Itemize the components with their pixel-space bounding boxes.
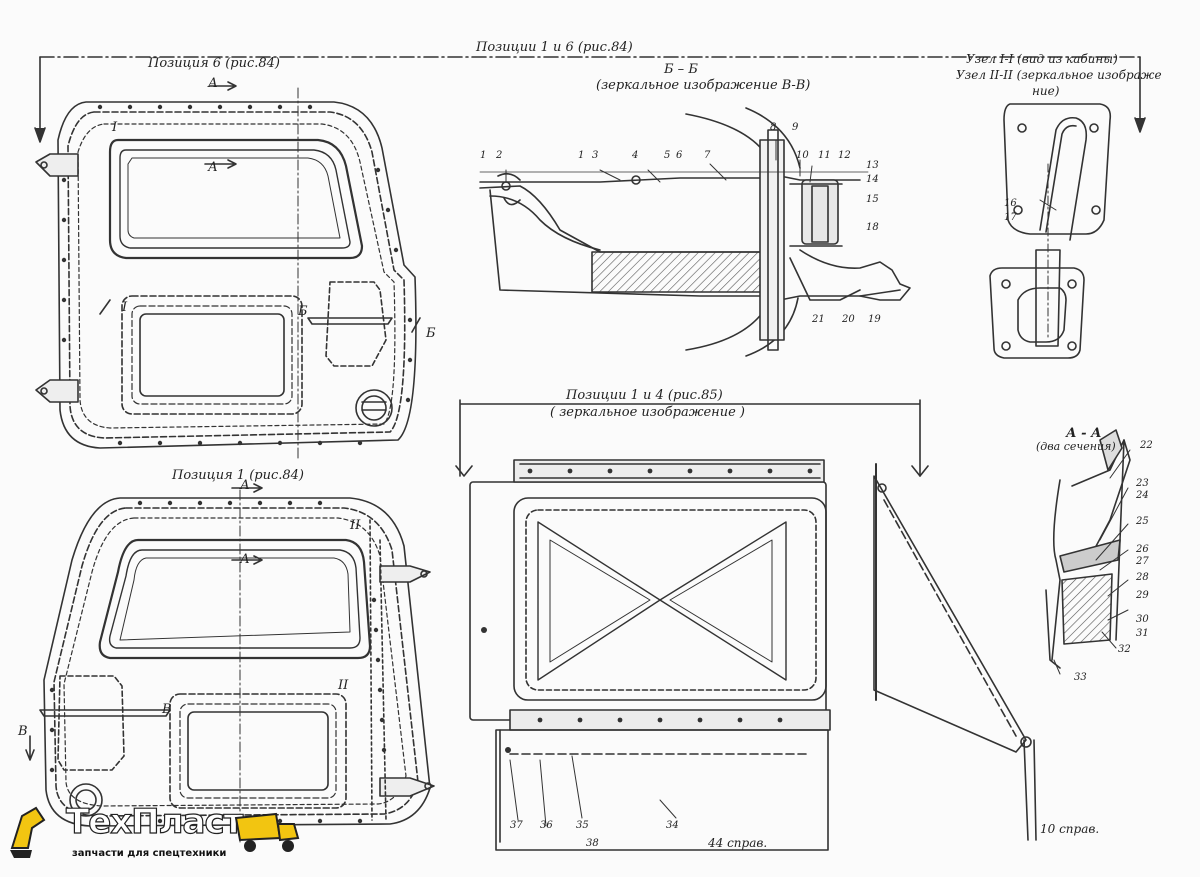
door-position-1 [25,483,435,843]
callout-16: 16 [1004,198,1017,209]
callout-17: 17 [1004,212,1017,223]
marker-i-top: I [112,120,118,135]
callout-35: 35 [576,820,589,831]
heading-a-a-sub: (два сечения) [1036,440,1116,453]
marker-a-pos1-mid: А [240,552,250,567]
callout-19: 19 [868,314,881,325]
callout-9: 9 [792,122,799,133]
callout-8: 8 [770,122,777,133]
callout-20: 20 [842,314,855,325]
marker-b-left: Б [298,304,308,319]
callout-24: 24 [1136,490,1149,501]
callout-4: 4 [632,150,639,161]
callout-26: 26 [1136,544,1149,555]
heading-b-b-mirror: (зеркальное изображение В-В) [596,78,811,93]
callout-33: 33 [1074,672,1087,683]
heading-section-b-b: Б – Б [664,62,698,77]
dump-truck-logo-icon [234,812,300,852]
dimension-44: 44 справ. [708,836,768,850]
section-line-top [34,56,1146,143]
marker-ii-bottom: II [338,678,349,693]
marker-ii-top: II [350,518,361,533]
dimension-10: 10 справ. [1040,822,1100,836]
heading-position-1: Позиция 1 (рис.84) [172,468,305,483]
brand-name: ТехПласт [65,801,244,842]
excavator-logo-icon [10,806,46,858]
callout-13: 13 [866,160,879,171]
callout-31: 31 [1136,628,1149,639]
callout-1b: 1 [578,150,585,161]
callout-22: 22 [1140,440,1153,451]
callout-12: 12 [838,150,851,161]
section-a-a [1045,429,1131,669]
callout-27: 27 [1136,556,1149,567]
callout-32: 32 [1118,644,1131,655]
callout-5: 5 [664,150,671,161]
callout-7: 7 [704,150,711,161]
heading-positions-1-6: Позиции 1 и 6 (рис.84) [476,40,633,55]
marker-a-mid: А [208,160,218,175]
callout-29: 29 [1136,590,1149,601]
callout-11: 11 [818,150,831,161]
callout-1: 1 [480,150,487,161]
marker-b-right: Б [426,326,436,341]
door-position-6 [35,81,421,461]
callout-6: 6 [676,150,683,161]
brand-tagline: запчасти для спецтехники [72,848,227,859]
callout-38: 38 [586,838,599,849]
marker-a-pos1-top: А [240,478,250,493]
callout-21: 21 [812,314,825,325]
heading-node-2-cont: ние) [1032,84,1060,98]
node-i-i [989,103,1112,359]
door-panel-rivets [481,468,813,753]
callout-14: 14 [866,174,879,185]
callout-10: 10 [796,150,809,161]
callout-30: 30 [1136,614,1149,625]
heading-section-a-a: А - А [1066,426,1102,441]
door-side-profile [873,463,1037,841]
heading-node-1: Узел I-I (вид из кабины) [966,52,1118,66]
callout-28: 28 [1136,572,1149,583]
heading-node-2: Узел II-II (зеркальное изображе [956,68,1162,82]
brand-watermark: ТехПласт запчасти для спецтехники [6,792,306,868]
heading-position-6: Позиция 6 (рис.84) [148,56,281,71]
callout-3: 3 [592,150,599,161]
callout-34: 34 [666,820,679,831]
callout-36: 36 [540,820,553,831]
door-panel-positions-1-4 [455,399,929,851]
callout-37: 37 [510,820,523,831]
marker-v-left: В [18,724,28,739]
callout-23: 23 [1136,478,1149,489]
callout-15: 15 [866,194,879,205]
heading-1-4-mirror: ( зеркальное изображение ) [550,405,745,420]
callout-leaders [505,139,1131,827]
heading-positions-1-4: Позиции 1 и 4 (рис.85) [566,388,723,403]
callout-25: 25 [1136,516,1149,527]
door-6-rivets [61,104,413,446]
callout-2: 2 [496,150,503,161]
marker-v-right: В [162,702,172,717]
marker-i-bottom: I [122,300,128,315]
section-b-b [479,107,911,357]
marker-a-top: А [208,76,218,91]
callout-18: 18 [866,222,879,233]
